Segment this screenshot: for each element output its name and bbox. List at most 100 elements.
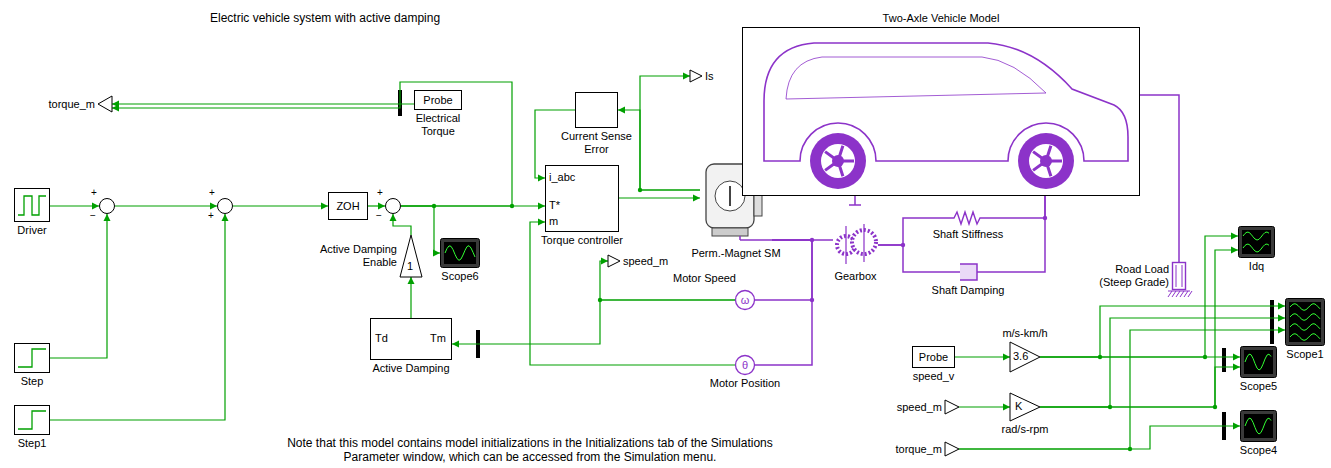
motor-symbol (715, 181, 745, 211)
block-label: + (377, 187, 383, 199)
signal-wire (640, 76, 700, 190)
block-outline (415, 91, 462, 110)
block-outline (371, 319, 452, 360)
spring-coil (950, 212, 986, 224)
gearbox: Gearbox (833, 222, 878, 268)
road-bar (1173, 263, 1186, 290)
vehicle-wheel (1018, 133, 1074, 189)
block-label: Gearbox (834, 270, 876, 283)
scope-trace (1245, 354, 1271, 370)
block-outline (576, 93, 618, 128)
node-shape (14, 343, 50, 373)
mechanical-connection (986, 196, 1045, 218)
node-shape (575, 92, 618, 128)
mux-bar (1222, 348, 1226, 372)
block-label: + (91, 187, 97, 199)
block-label: 3.6 (1013, 350, 1028, 363)
block-label: Idq (1249, 260, 1264, 273)
block-label: Is (705, 70, 714, 83)
motor-symbol (729, 186, 731, 206)
tag-triangle (690, 70, 702, 82)
block-label: speed_v (913, 370, 955, 383)
block-label: Shaft Damping (932, 284, 1005, 297)
scope-block: Scope4 (1240, 410, 1277, 442)
node-shape (1240, 410, 1277, 442)
probe-block: Probespeed_v (912, 346, 955, 368)
signal-wire (115, 205, 217, 206)
block-label: Scope5 (1240, 380, 1277, 393)
goto-tag: speed_m (608, 255, 620, 267)
damping-block: TdTmActive Damping (370, 318, 452, 360)
block-label: m (549, 215, 558, 228)
sum-block: +− (99, 198, 115, 214)
block-label: torque_m (896, 443, 942, 456)
motor-shaft (740, 239, 772, 241)
scope-frame (1241, 347, 1277, 378)
sum-circle (218, 199, 233, 214)
step-icon (18, 349, 46, 367)
block-label: Active Damping Enable (312, 243, 397, 269)
node-shape (14, 405, 50, 435)
motor-foot (712, 228, 748, 236)
mechanical-connection (1140, 95, 1179, 262)
block-label: T* (549, 199, 560, 212)
node-shape (950, 210, 986, 226)
goto-tag: torque_m (98, 96, 112, 112)
signal-wire (50, 214, 107, 358)
block-label: Motor Position (710, 377, 780, 390)
block-outline (913, 347, 955, 368)
subsystem-block: Current Sense Error (575, 92, 618, 128)
block-label: torque_m (49, 98, 95, 111)
vehicle-rim (1029, 144, 1063, 178)
node-shape (440, 238, 480, 268)
scope-trace (1290, 304, 1320, 311)
block-label: Driver (17, 224, 46, 237)
signal-wire (619, 197, 700, 198)
block-label: Perm.-Magnet SM (691, 247, 780, 260)
signal-wire (618, 110, 700, 190)
block-label: speed_m (897, 401, 942, 414)
node-shape (99, 198, 115, 214)
gain-block: Active Damping Enable1 (400, 235, 422, 277)
gain-block: m/s-km/h3.6 (1010, 342, 1040, 372)
block-outline (546, 166, 619, 232)
step-icon (18, 411, 46, 429)
block-label: Td (375, 332, 388, 345)
scope-frame (1286, 299, 1325, 346)
signal-wire (50, 205, 99, 206)
road-bar (1176, 265, 1182, 287)
node-shape (950, 262, 986, 282)
block-label: Step (21, 375, 44, 388)
junction-dots (810, 216, 1047, 302)
scope-screen (1244, 414, 1273, 438)
block-label: Shaft Stiffness (933, 228, 1004, 241)
block-label: ZOH (328, 192, 368, 220)
signal-wire (959, 426, 1240, 449)
block-label: − (90, 210, 96, 222)
mechanical-connection (772, 239, 833, 241)
signal-wire (452, 300, 735, 344)
node-shape (217, 198, 233, 214)
block-label: Motor Speed (673, 272, 736, 285)
scope-screen (1244, 350, 1273, 374)
scope-trace (1290, 324, 1320, 331)
signal-wire (233, 205, 328, 206)
block-label: rad/s-rpm (1001, 423, 1048, 436)
vehicle-rim (821, 144, 855, 178)
block-label: speed_m (623, 255, 668, 268)
scope-block: Scope6 (440, 238, 480, 268)
scope-trace (445, 246, 475, 261)
node-shape (1240, 346, 1277, 378)
block-label: + (208, 210, 214, 222)
signal-wire (401, 206, 440, 253)
block-label: Probe (414, 90, 462, 110)
spring-element: Shaft Stiffness (950, 210, 986, 226)
block-label: Scope1 (1286, 348, 1323, 361)
signal-wire (1040, 250, 1238, 407)
sensor-circle (736, 291, 755, 310)
scope-trace (1245, 418, 1271, 434)
probe-block: ProbeElectrical Torque (414, 90, 462, 110)
node-shape (833, 222, 878, 268)
block-outline (329, 193, 368, 220)
vehicle-model: Two-Axle Vehicle Model (742, 27, 1140, 196)
